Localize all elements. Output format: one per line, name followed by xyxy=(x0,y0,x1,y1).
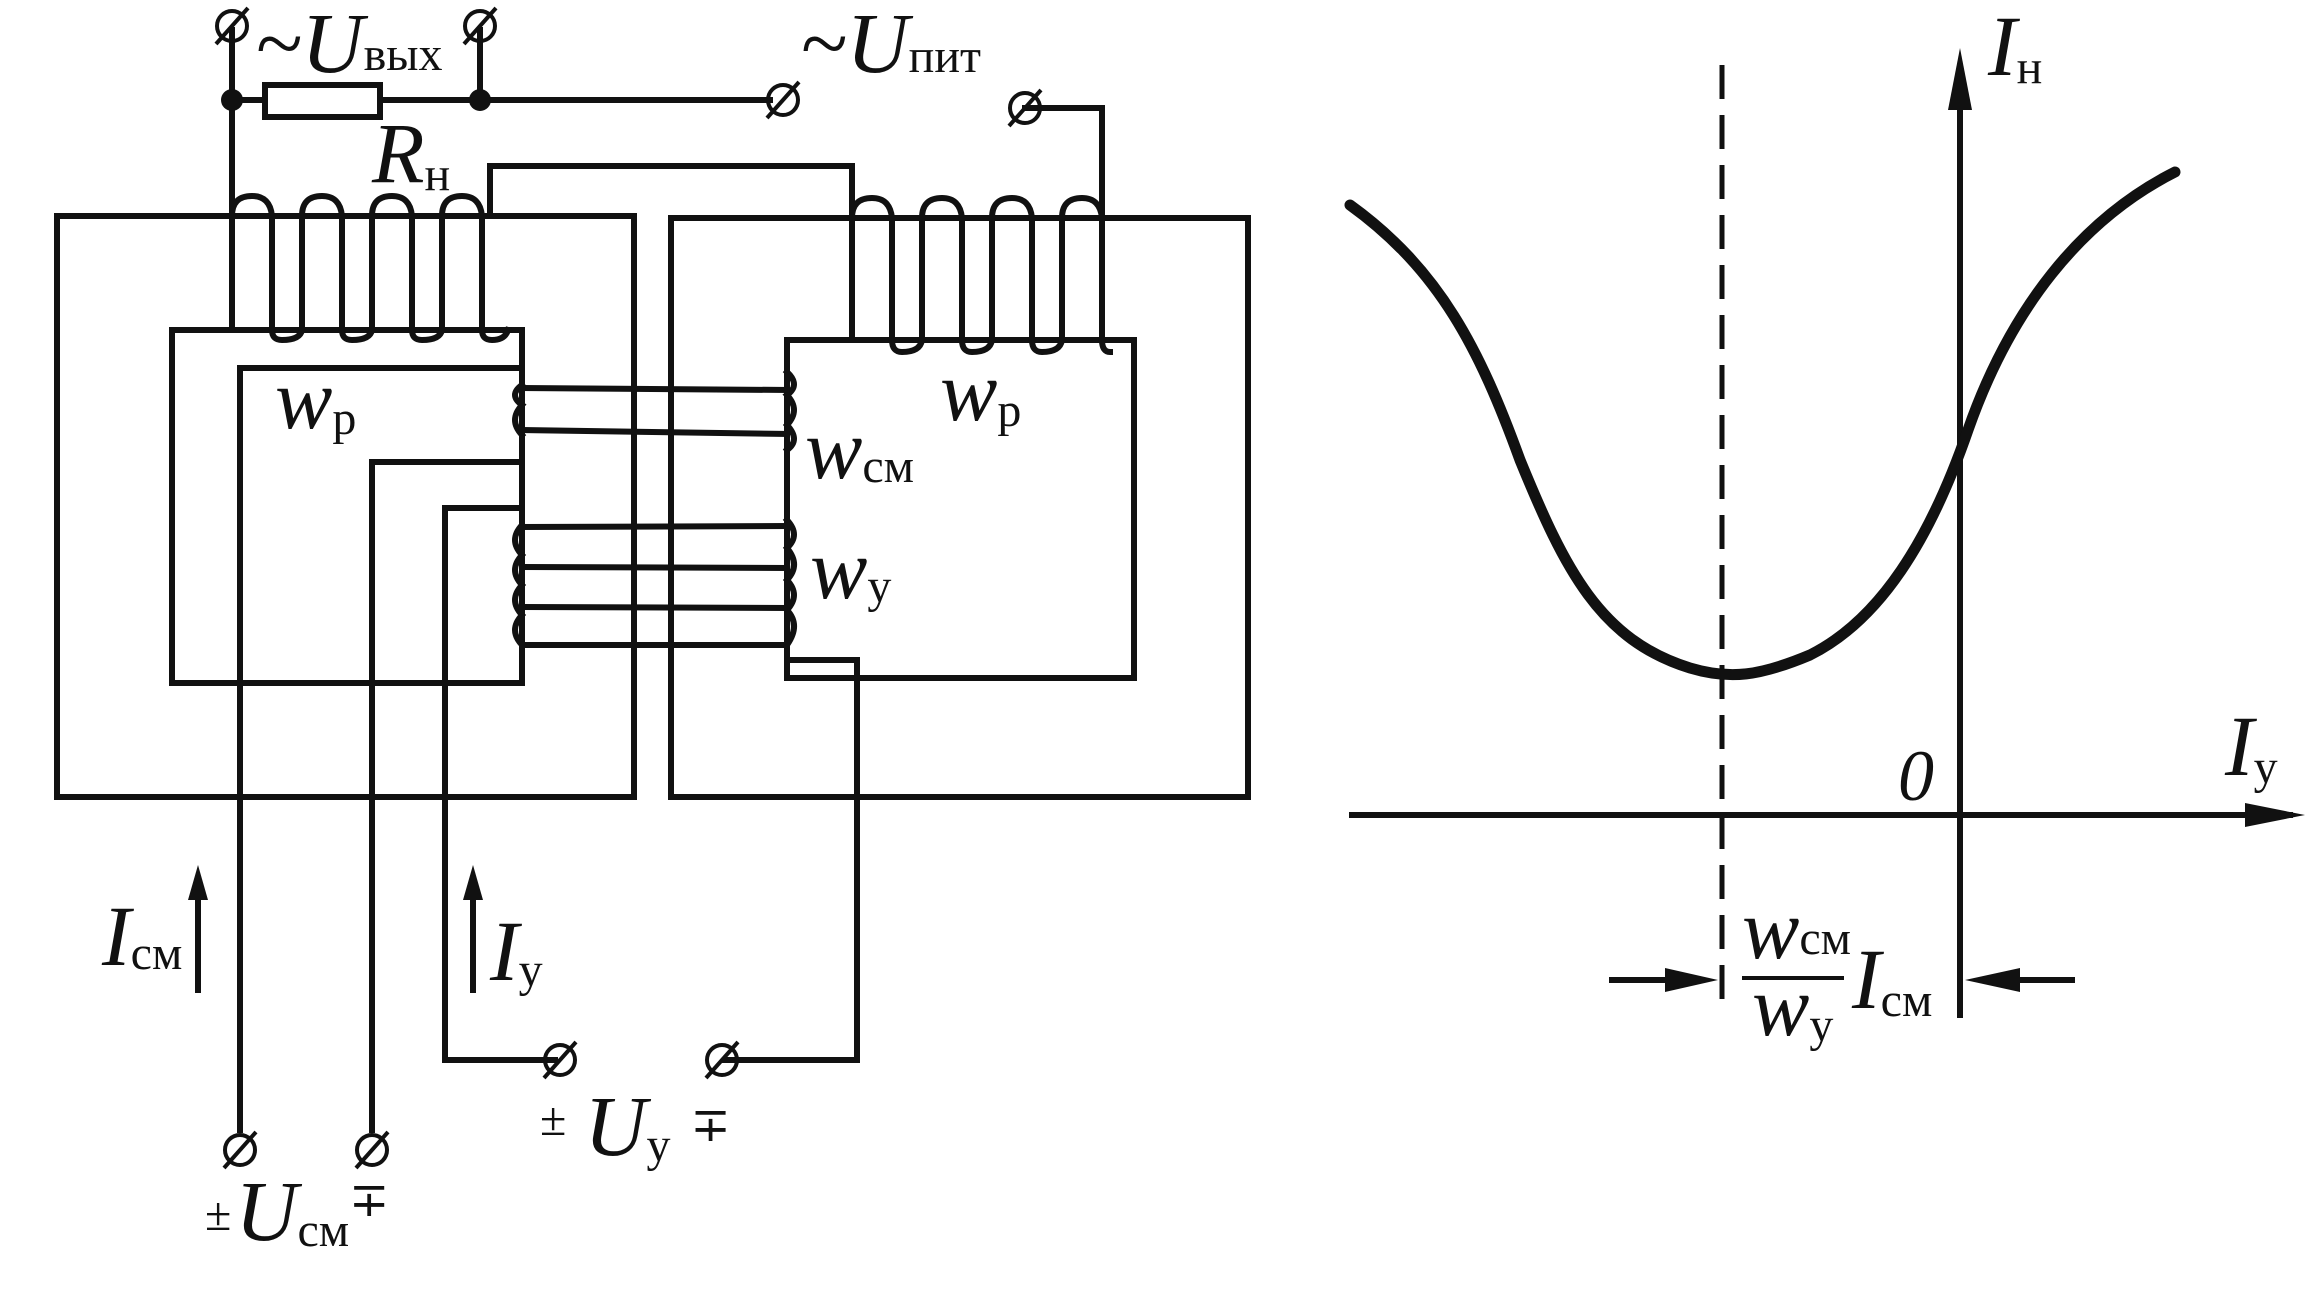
terminal-u-supply-2 xyxy=(1007,88,1043,128)
bias-and-control-windings xyxy=(237,337,860,1133)
label-w-bias: wсм xyxy=(805,401,914,497)
label-w-p-right: wр xyxy=(940,343,1021,439)
origin-label: 0 xyxy=(1898,736,1934,816)
terminal-u-bias-2 xyxy=(354,1130,390,1170)
terminal-u-out-right xyxy=(462,6,498,46)
terminal-u-ctrl-2 xyxy=(704,1040,740,1080)
fraction-numerator: wсм xyxy=(1742,881,1851,977)
label-u-out: ~Uвых xyxy=(255,0,443,91)
junction-dot xyxy=(221,89,243,111)
label-i-bias: Iсм xyxy=(101,888,182,984)
junction-dot xyxy=(469,89,491,111)
arrow-i-ctrl xyxy=(463,865,483,993)
label-u-bias: ±Uсм∓ xyxy=(205,1163,389,1259)
shift-arrow-left xyxy=(1609,968,1718,992)
label-w-p-left: wр xyxy=(275,351,356,447)
arrow-i-bias xyxy=(188,865,208,993)
label-i-ctrl: Iу xyxy=(489,903,543,999)
fraction-denominator: wу xyxy=(1752,958,1833,1054)
fraction-factor: Iсм xyxy=(1851,931,1932,1027)
label-w-ctrl: wу xyxy=(810,521,891,617)
right-working-winding xyxy=(849,194,1114,356)
shift-arrow-right xyxy=(1965,968,2075,992)
terminal-u-out-left xyxy=(214,6,250,46)
left-working-winding xyxy=(229,192,512,344)
y-axis-arrow xyxy=(1948,48,1972,110)
y-axis-label: Iн xyxy=(1987,0,2042,94)
terminal-u-ctrl-1 xyxy=(542,1040,578,1080)
label-u-supply: ~Uпит xyxy=(800,0,981,91)
left-core-outer xyxy=(54,213,637,800)
circuit-diagram: ~Uвых ~Uпит Rн wр wр wсм wу Iсм Iу ±Uу∓ xyxy=(54,0,1251,1259)
terminal-u-bias-1 xyxy=(222,1130,258,1170)
load-current-curve xyxy=(1344,166,2181,681)
terminal-u-supply-1 xyxy=(765,80,801,120)
characteristic-graph: Iн Iу 0 wсм wу Iсм xyxy=(1344,0,2305,1054)
x-axis-arrow xyxy=(2245,803,2305,827)
output-circuit xyxy=(221,27,1105,333)
label-u-ctrl: ±Uу∓ xyxy=(540,1078,731,1174)
x-axis-label: Iу xyxy=(2224,698,2278,794)
label-r-load: Rн xyxy=(371,105,450,201)
